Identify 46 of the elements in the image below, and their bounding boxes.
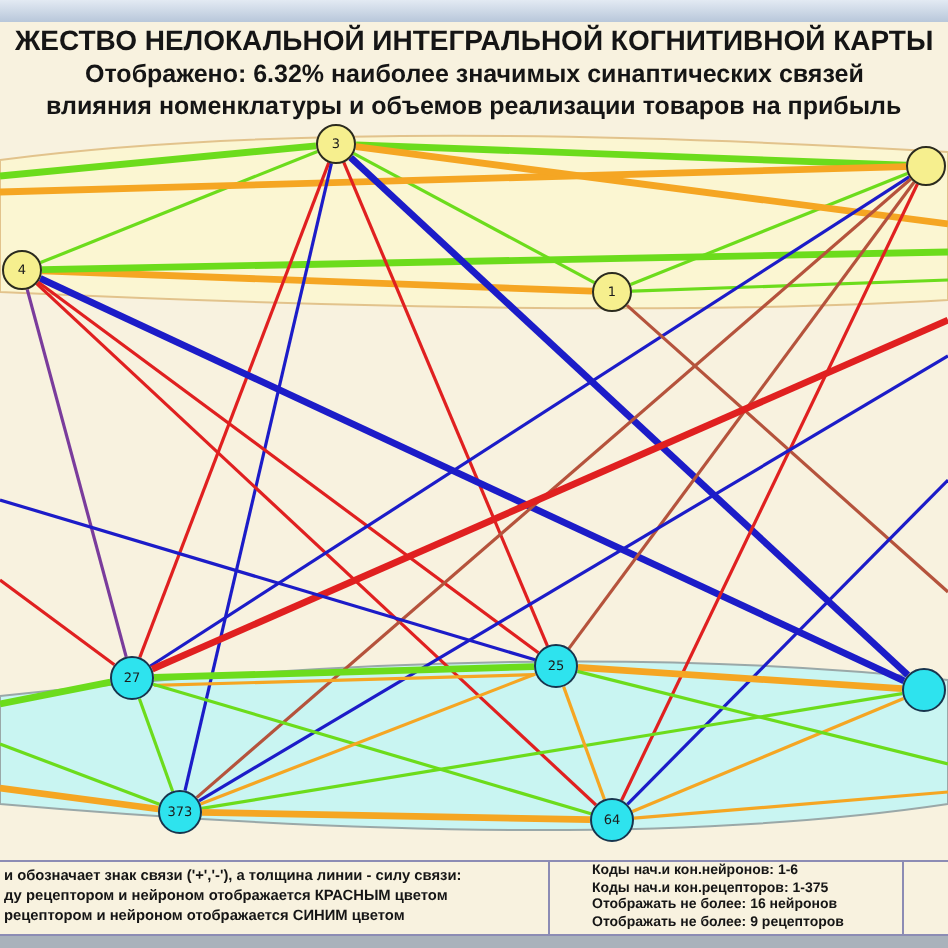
- link-line: [200, 672, 536, 806]
- link-line: [577, 664, 903, 692]
- link-line: [625, 304, 948, 594]
- link-line: [152, 682, 592, 816]
- link-line: [195, 177, 912, 799]
- link-line: [25, 289, 128, 658]
- link-line: [138, 162, 331, 658]
- link-line: [154, 673, 535, 687]
- link-line: [633, 790, 948, 820]
- link-line: [577, 669, 948, 766]
- subtitle-text: влияния номенклатуры и объемов реализации товаров на прибыль: [46, 92, 902, 120]
- link-line: [342, 161, 549, 647]
- link-line: [41, 248, 948, 273]
- link-line: [198, 354, 948, 803]
- link-line: [0, 578, 116, 667]
- diagram-title: ЖЕСТВО НЕЛОКАЛЬНОЙ ИНТЕГРАЛЬНОЙ КОГНИТИВНОЙ КАРТЫ: [15, 26, 934, 58]
- link-line: [149, 175, 911, 668]
- link-line: [40, 149, 318, 265]
- link-line: [150, 316, 948, 673]
- link-line: [183, 163, 333, 791]
- link-line: [620, 183, 919, 801]
- link-line: [355, 141, 907, 169]
- link-line: [37, 280, 540, 655]
- link-line: [0, 142, 317, 180]
- link-line: [35, 282, 598, 807]
- link-line: [201, 692, 903, 810]
- link-line: [0, 498, 536, 662]
- link-line: [631, 278, 948, 293]
- link-line: [631, 696, 905, 814]
- link-line: [0, 163, 907, 196]
- link-line: [352, 152, 596, 284]
- link-line: [0, 678, 112, 708]
- link-line: [201, 809, 591, 823]
- link-line: [626, 478, 948, 806]
- link-line: [348, 155, 911, 678]
- link-line: [630, 171, 908, 287]
- link-line: [41, 267, 593, 295]
- link-line: [0, 742, 160, 806]
- subtitle-text: Отображено: 6.32% наиболее значимых синаптических связей: [85, 60, 864, 88]
- link-line: [567, 181, 916, 650]
- link-line: [38, 275, 906, 684]
- link-line: [0, 784, 159, 813]
- link-line: [355, 143, 948, 228]
- link-line: [153, 663, 535, 681]
- link-line: [562, 686, 606, 800]
- link-line: [137, 698, 175, 792]
